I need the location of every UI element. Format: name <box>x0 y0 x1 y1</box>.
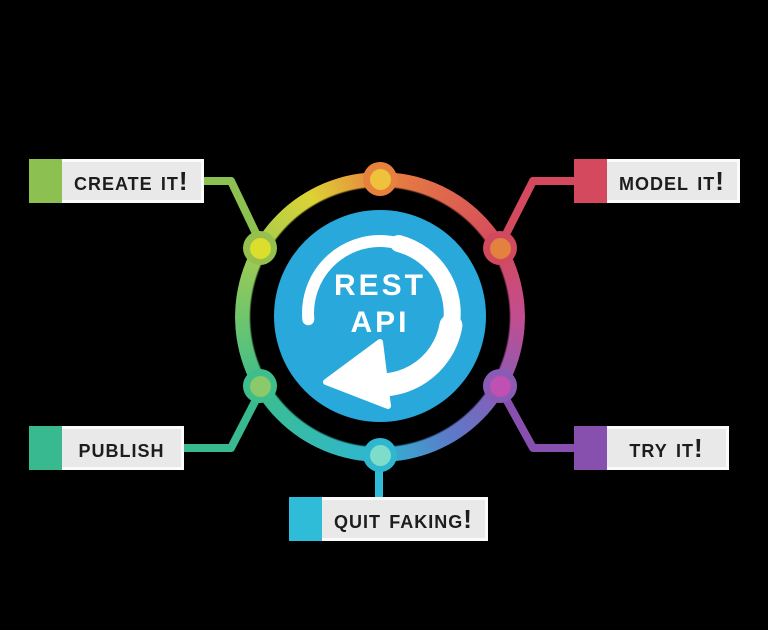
center-title-line1: REST <box>333 269 426 302</box>
label-create-it: Create it! <box>29 159 204 203</box>
label-try-it-text: Try it! <box>629 432 704 463</box>
rest-api-badge: REST API <box>274 210 486 422</box>
node-lower-left-dot <box>249 375 271 397</box>
center-title-line2: API <box>350 306 410 339</box>
node-upper-right-dot <box>489 237 511 259</box>
node-lower-right <box>483 369 517 403</box>
label-create-it-text: Create it! <box>74 165 189 196</box>
cycle-arrow-icon <box>302 235 463 409</box>
label-publish-chip <box>29 426 62 470</box>
label-try-it-chip <box>574 426 607 470</box>
label-create-it-chip <box>29 159 62 203</box>
label-try-it-box: Try it! <box>607 426 729 470</box>
label-publish: Publish <box>29 426 184 470</box>
node-top <box>363 162 397 196</box>
node-lower-right-dot <box>489 375 511 397</box>
label-publish-box: Publish <box>62 426 184 470</box>
node-upper-left <box>243 231 277 265</box>
label-create-it-box: Create it! <box>62 159 204 203</box>
node-upper-left-dot <box>249 237 271 259</box>
node-lower-left <box>243 369 277 403</box>
node-bottom-dot <box>369 444 391 466</box>
label-try-it: Try it! <box>574 426 729 470</box>
label-quit-faking: Quit Faking! <box>289 497 488 541</box>
node-bottom <box>363 438 397 472</box>
label-model-it: Model it! <box>574 159 740 203</box>
label-model-it-chip <box>574 159 607 203</box>
node-top-dot <box>369 168 391 190</box>
node-upper-right <box>483 231 517 265</box>
center-title: REST API <box>274 267 486 341</box>
label-model-it-text: Model it! <box>619 165 725 196</box>
label-model-it-box: Model it! <box>607 159 740 203</box>
connector-publish <box>183 386 266 452</box>
connector-try <box>496 386 577 452</box>
label-publish-text: Publish <box>78 432 165 463</box>
connector-model <box>496 177 577 248</box>
label-quit-faking-box: Quit Faking! <box>322 497 488 541</box>
label-quit-faking-text: Quit Faking! <box>334 503 473 534</box>
label-quit-faking-chip <box>289 497 322 541</box>
